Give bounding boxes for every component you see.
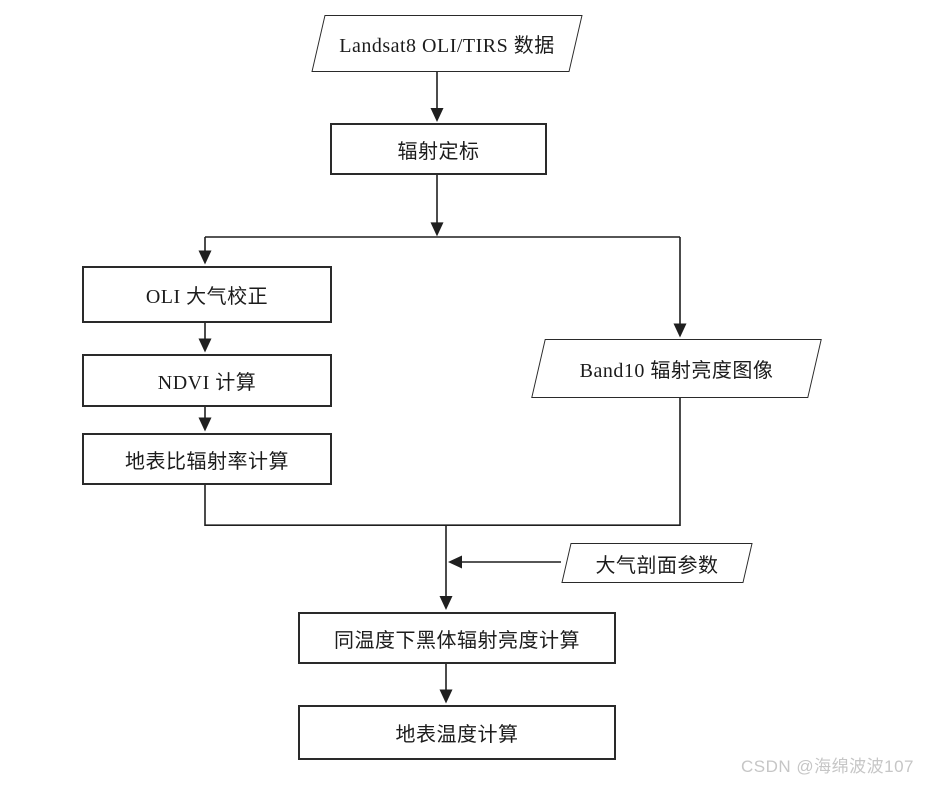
node-atmospheric-profile-parameters: 大气剖面参数 [561,543,753,583]
node-label: 地表温度计算 [395,724,519,746]
node-surface-emissivity-calculation: 地表比辐射率计算 [82,433,332,485]
node-label: 同温度下黑体辐射亮度计算 [334,629,580,652]
arrowhead-down-icon [198,338,212,353]
node-ndvi-calculation: NDVI 计算 [82,354,332,407]
node-surface-temperature-calculation: 地表温度计算 [298,705,616,760]
arrowhead-down-icon [430,222,444,237]
node-label: Landsat8 OLI/TIRS 数据 [339,35,555,57]
arrowhead-down-icon [673,323,687,338]
node-label: 辐射定标 [397,140,480,163]
arrowhead-down-icon [198,250,212,265]
csdn-watermark: CSDN @海绵波波107 [741,757,915,776]
node-oli-atmospheric-correction: OLI 大气校正 [82,266,332,323]
node-band10-radiance-image: Band10 辐射亮度图像 [531,339,822,398]
arrowhead-down-icon [198,417,212,432]
node-label: 大气剖面参数 [595,554,719,577]
node-blackbody-radiance-calculation: 同温度下黑体辐射亮度计算 [298,612,616,664]
node-label: OLI 大气校正 [145,286,269,308]
arrowhead-down-icon [439,689,453,704]
arrowhead-left-icon [448,555,462,569]
arrowhead-down-icon [439,596,453,610]
node-label: Band10 辐射亮度图像 [579,360,774,382]
arrowhead-down-icon [430,108,444,122]
node-label: NDVI 计算 [157,372,257,394]
merge-line [204,398,681,526]
node-input-data: Landsat8 OLI/TIRS 数据 [311,15,583,72]
node-label: 地表比辐射率计算 [125,450,289,473]
node-radiometric-calibration: 辐射定标 [330,123,547,175]
